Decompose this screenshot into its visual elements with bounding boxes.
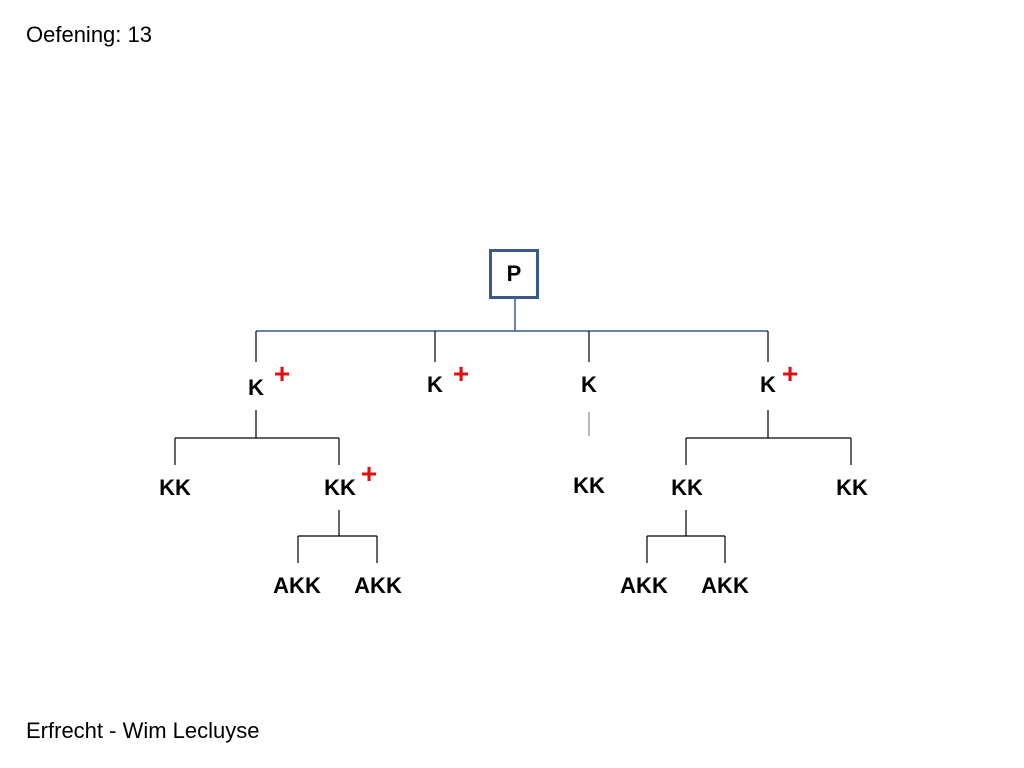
slide-footer: Erfrecht - Wim Lecluyse [26, 718, 260, 743]
root-label: P [506, 261, 522, 286]
child-node-1: K [248, 375, 264, 400]
great-grandchild-node: AKK [273, 573, 321, 598]
child-node-4: K [760, 372, 776, 397]
grandchild-node: KK [671, 475, 703, 500]
grandchild-node: KK [573, 473, 605, 498]
plus-marker: + [273, 358, 291, 389]
grandchild-node: KK [324, 475, 356, 500]
root-node: P [489, 249, 539, 299]
child-node-3: K [581, 372, 597, 397]
great-grandchild-node: AKK [620, 573, 668, 598]
child-node-2: K [427, 372, 443, 397]
great-grandchild-node: AKK [354, 573, 402, 598]
grandchild-node: KK [836, 475, 868, 500]
grandchild-node: KK [159, 475, 191, 500]
great-grandchild-node: AKK [701, 573, 749, 598]
plus-marker: + [360, 458, 378, 489]
plus-marker: + [781, 358, 799, 389]
plus-marker: + [452, 358, 470, 389]
slide-title: Oefening: 13 [26, 22, 152, 47]
